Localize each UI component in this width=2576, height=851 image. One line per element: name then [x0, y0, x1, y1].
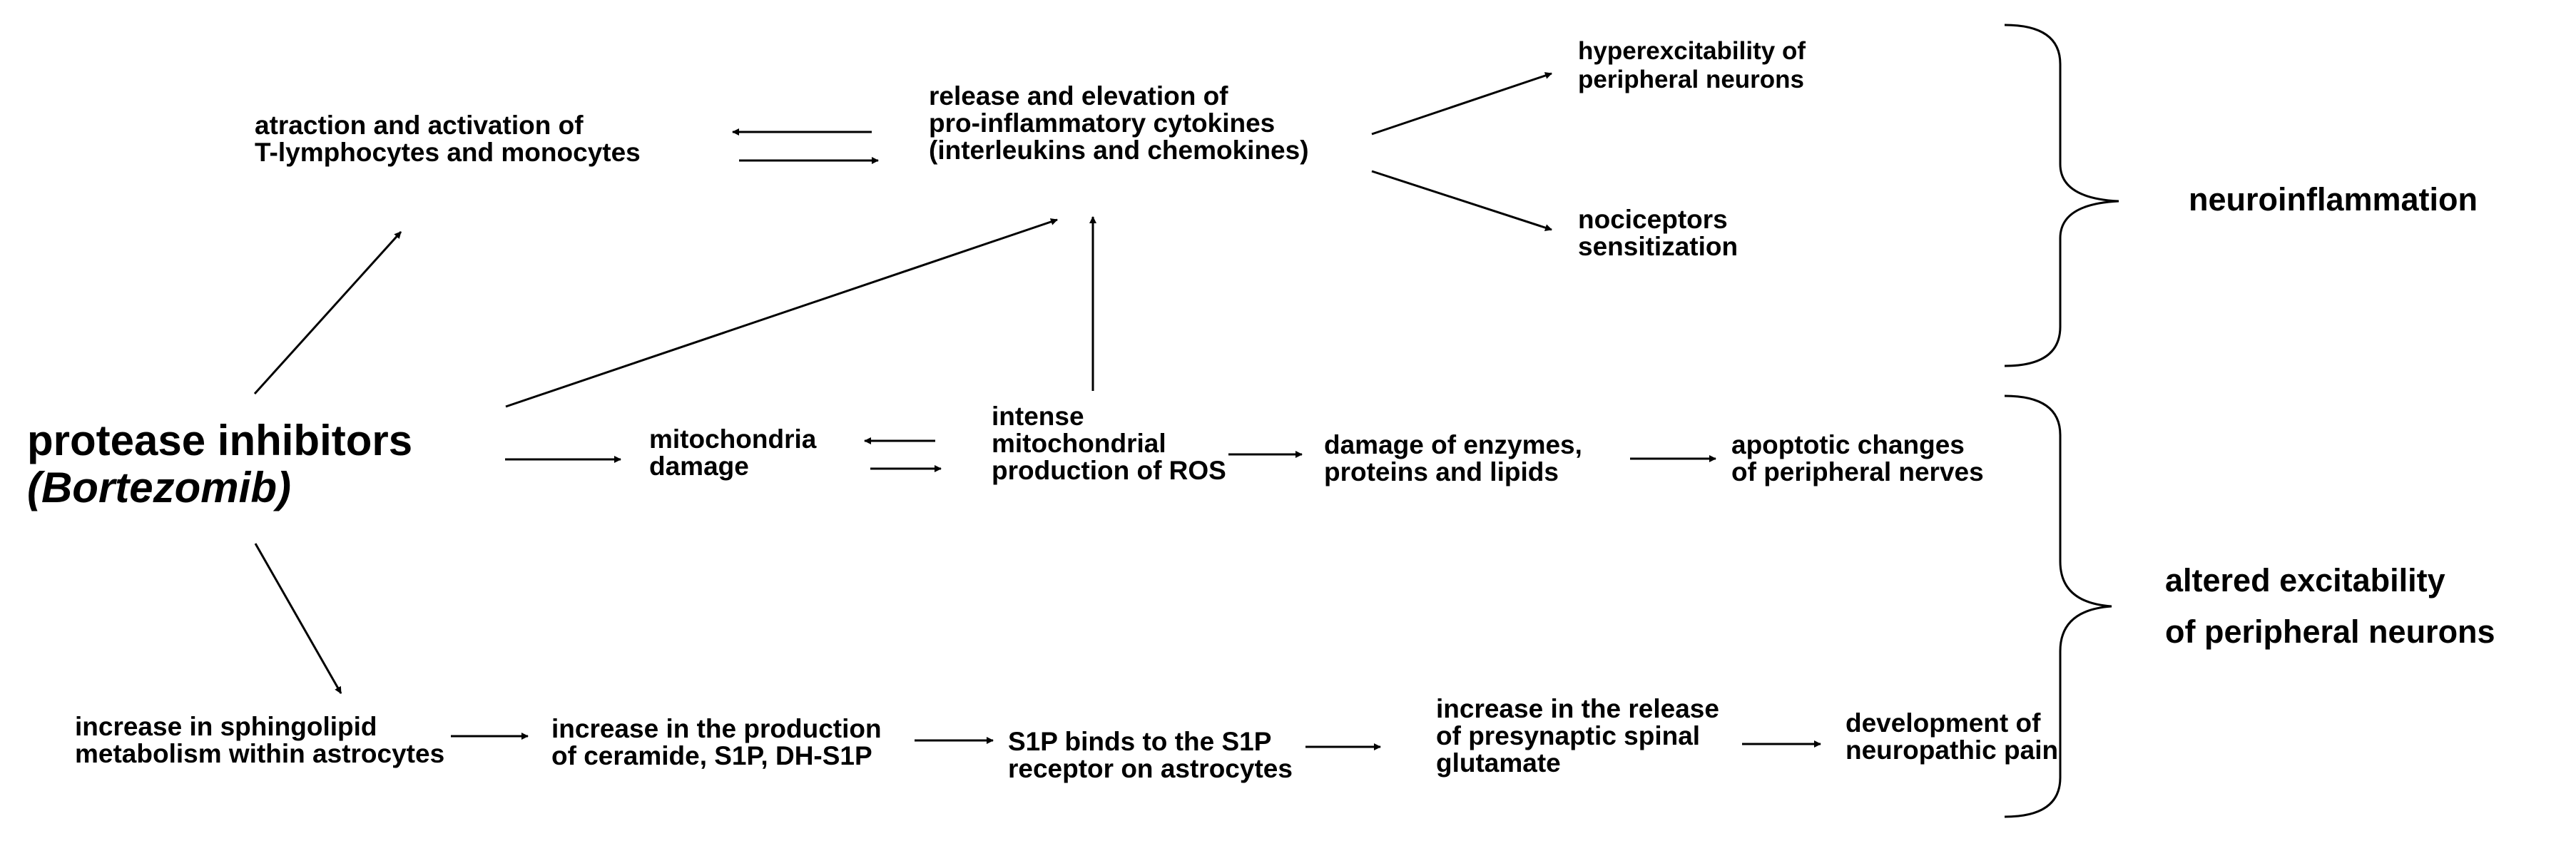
node-line: mitochondrial	[992, 429, 1166, 458]
node-tlymphocytes: atraction and activation of T-lymphocyte…	[255, 112, 641, 166]
node-line: hyperexcitability of	[1578, 37, 1806, 65]
node-line: intense	[992, 402, 1084, 431]
node-line: mitochondria	[649, 424, 817, 454]
arrow-cytokines-to-hyperexc	[1371, 72, 1552, 136]
node-line: of presynaptic spinal	[1436, 721, 1701, 750]
node-line: production of ROS	[992, 456, 1226, 485]
node-line: increase in sphingolipid	[75, 712, 377, 741]
node-line: development of	[1846, 708, 2041, 738]
node-hyperexcitability: hyperexcitability of peripheral neurons	[1578, 37, 1806, 94]
node-protease-inhibitors: protease inhibitors (Bortezomib)	[27, 417, 412, 511]
node-ceramide: increase in the production of ceramide, …	[551, 715, 882, 770]
node-mitochondria-damage: mitochondria damage	[649, 426, 816, 480]
node-line: damage of enzymes,	[1324, 430, 1582, 459]
node-line: pro-inflammatory cytokines	[929, 108, 1276, 138]
node-line: protease inhibitors	[27, 417, 413, 464]
node-line: proteins and lipids	[1324, 457, 1559, 486]
node-neuropathic-pain: development of neuropathic pain	[1846, 710, 2058, 764]
group-label-altered-excitability: altered excitability of peripheral neuro…	[2165, 555, 2495, 658]
node-line: (interleukins and chemokines)	[929, 136, 1309, 165]
node-line: (Bortezomib)	[27, 464, 291, 511]
group-line: of peripheral neurons	[2165, 613, 2495, 650]
node-line: metabolism within astrocytes	[75, 739, 445, 768]
node-line: nociceptors	[1578, 205, 1728, 234]
brace-neuroinflammation	[2004, 24, 2119, 367]
node-cytokines: release and elevation of pro-inflammator…	[929, 83, 1309, 164]
node-line: apoptotic changes	[1731, 430, 1965, 459]
node-line: release and elevation of	[929, 81, 1228, 111]
node-line: increase in the production	[551, 714, 882, 743]
group-label-neuroinflammation: neuroinflammation	[2189, 174, 2478, 225]
node-apoptotic-changes: apoptotic changes of peripheral nerves	[1731, 432, 1984, 486]
node-line: of peripheral nerves	[1731, 457, 1984, 486]
node-line: atraction and activation of	[255, 111, 584, 140]
node-nociceptors: nociceptors sensitization	[1578, 206, 1738, 260]
node-line: of ceramide, S1P, DH-S1P	[551, 741, 872, 770]
group-line: neuroinflammation	[2189, 181, 2478, 218]
brace-altered-excitability	[2004, 394, 2112, 818]
group-line: altered excitability	[2165, 562, 2445, 598]
node-line: neuropathic pain	[1846, 735, 2059, 765]
node-line: damage	[649, 452, 749, 481]
node-line: glutamate	[1436, 748, 1561, 778]
node-line: sensitization	[1578, 232, 1738, 261]
node-ros-production: intense mitochondrial production of ROS	[992, 403, 1226, 484]
node-line: T-lymphocytes and monocytes	[255, 138, 641, 167]
node-glutamate-release: increase in the release of presynaptic s…	[1436, 695, 1719, 777]
arrow-cytokines-to-nocicept	[1371, 170, 1552, 231]
arrow-pi-to-cytokines	[505, 218, 1058, 408]
node-line: S1P binds to the S1P	[1008, 727, 1272, 756]
arrow-pi-to-tlymph	[253, 230, 402, 395]
node-line: increase in the release	[1436, 694, 1719, 723]
node-line: peripheral neurons	[1578, 66, 1805, 93]
node-s1p-binding: S1P binds to the S1P receptor on astrocy…	[1008, 728, 1293, 783]
node-line: receptor on astrocytes	[1008, 754, 1293, 783]
node-enzyme-damage: damage of enzymes, proteins and lipids	[1324, 432, 1582, 486]
node-sphingolipid: increase in sphingolipid metabolism with…	[75, 713, 444, 768]
arrow-pi-to-sphingo	[254, 543, 342, 694]
